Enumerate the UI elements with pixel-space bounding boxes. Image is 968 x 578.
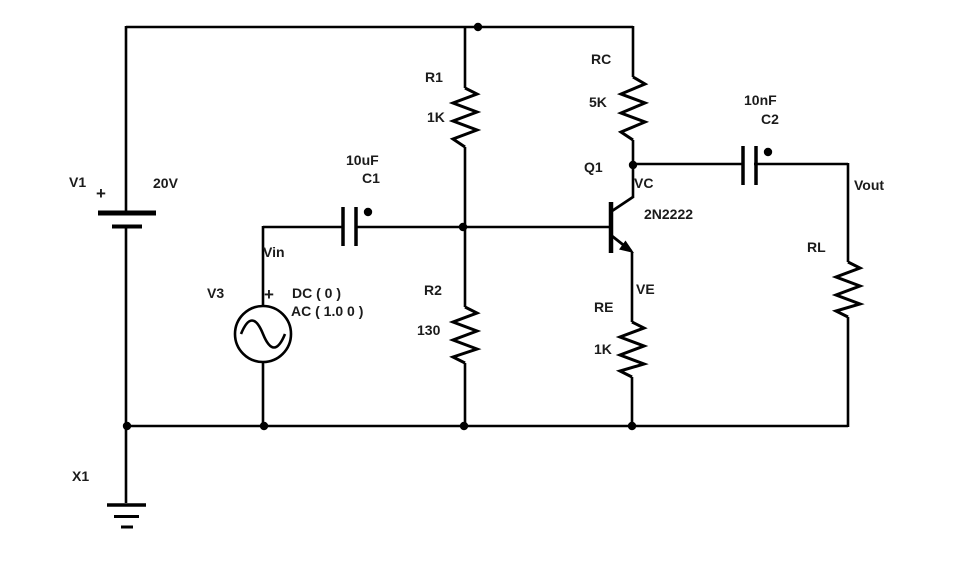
re-ref-label: RE xyxy=(594,299,614,315)
c1-ref-label: C1 xyxy=(362,170,380,186)
net-ve-label: VE xyxy=(636,281,655,297)
transistor-q1-symbol[interactable] xyxy=(608,195,634,253)
resistor-re-symbol[interactable] xyxy=(615,320,649,379)
net-vout-label: Vout xyxy=(854,177,885,193)
junction-dots xyxy=(122,22,773,431)
r2-value-label: 130 xyxy=(417,322,441,338)
battery-v1-symbol[interactable] xyxy=(98,210,156,229)
x1-ref-label: X1 xyxy=(72,468,90,484)
capacitor-c2-symbol[interactable] xyxy=(741,146,758,185)
sine-wave-icon xyxy=(239,319,287,349)
v1-plus-sign: + xyxy=(96,184,106,203)
v1-ref-label: V1 xyxy=(69,174,87,190)
resistor-rc-symbol[interactable] xyxy=(616,75,650,142)
v3-ac-spec-label: AC ( 1.0 0 ) xyxy=(291,303,364,319)
r1-ref-label: R1 xyxy=(425,69,443,85)
resistor-r2-symbol[interactable] xyxy=(448,305,482,365)
emitter-arrow-icon xyxy=(619,240,634,253)
c2-value-label: 10nF xyxy=(744,92,777,108)
ground-x1-symbol[interactable] xyxy=(107,503,146,529)
v3-dc-spec-label: DC ( 0 ) xyxy=(292,285,341,301)
v3-plus-sign: + xyxy=(264,285,274,304)
v1-value-label: 20V xyxy=(153,175,178,191)
wires xyxy=(124,25,850,503)
q1-ref-label: Q1 xyxy=(584,159,603,175)
re-value-label: 1K xyxy=(594,341,612,357)
r2-ref-label: R2 xyxy=(424,282,442,298)
rl-ref-label: RL xyxy=(807,239,826,255)
rc-value-label: 5K xyxy=(589,94,607,110)
v3-ref-label: V3 xyxy=(207,285,225,301)
net-vc-label: VC xyxy=(634,175,654,191)
c2-ref-label: C2 xyxy=(761,111,779,127)
r1-value-label: 1K xyxy=(427,109,445,125)
c1-value-label: 10uF xyxy=(346,152,379,168)
net-vin-label: Vin xyxy=(263,244,285,260)
resistor-r1-symbol[interactable] xyxy=(448,86,482,149)
capacitor-c1-symbol[interactable] xyxy=(341,207,358,246)
resistor-rl-symbol[interactable] xyxy=(831,260,865,319)
rc-ref-label: RC xyxy=(591,51,612,67)
q1-part-label: 2N2222 xyxy=(644,206,694,222)
ac-source-v3-symbol[interactable] xyxy=(233,304,293,364)
